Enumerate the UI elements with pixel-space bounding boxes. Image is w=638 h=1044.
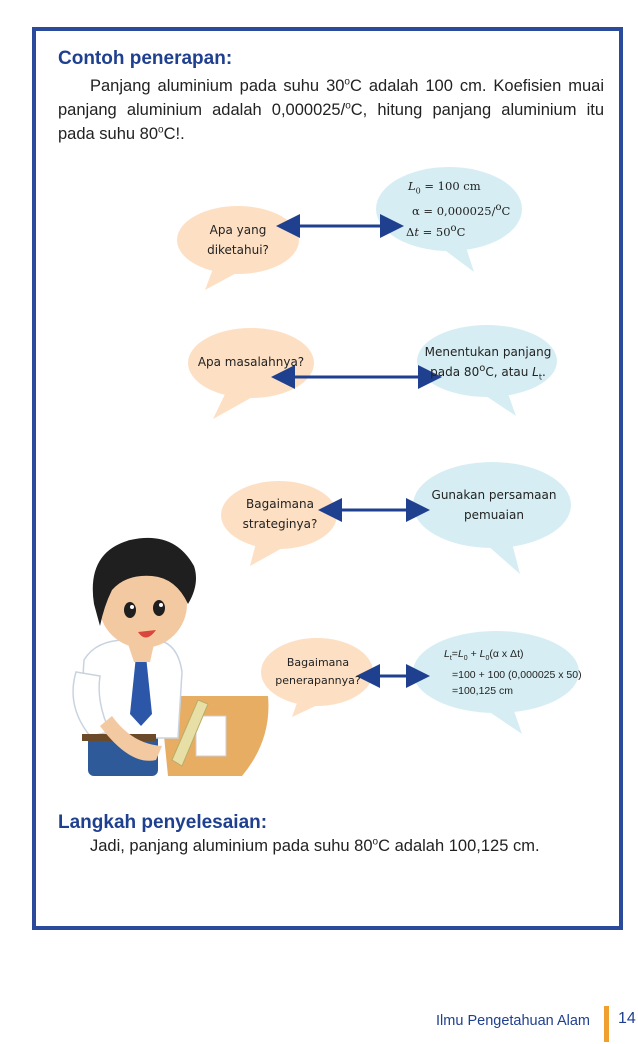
bubble-answer-4 [413,631,579,734]
footer-subject: Ilmu Pengetahuan Alam [436,1013,590,1029]
application-formula: Lt=L0 + L0(α x Δt) =100 + 100 (0,000025 … [444,648,582,698]
arm [100,716,162,761]
right-eye [153,600,165,616]
footer-divider [604,1006,609,1042]
solution-text: Jadi, panjang aluminium pada suhu 80oC a… [90,836,540,855]
paper [195,715,227,757]
bubble-question-2 [188,328,314,419]
bubble-question-1 [177,206,299,290]
page-number: 14 [618,1010,636,1027]
problem-text: Panjang aluminium pada suhu 30oC adalah … [58,76,605,143]
question-2: Apa masalahnya? [197,355,305,369]
left-eye [124,602,136,618]
mouth [138,630,156,638]
boy-illustration [72,537,269,776]
hair [92,537,196,626]
known-values: L0 = 100 cm α = 0,000025/oC Δt = 50oC [406,179,511,240]
bubble-question-3 [221,481,337,566]
content-frame [32,27,623,930]
bubble-answer-3 [413,462,571,574]
example-heading: Contoh penerapan: [58,48,233,69]
ruler [171,699,209,767]
neck [128,644,154,662]
bubble-question-4 [261,638,373,717]
solution-heading: Langkah penyelesaian: [58,812,268,833]
bubble-answer-2 [417,325,557,416]
necktie [130,656,152,726]
bubble-answer-1 [376,167,522,272]
